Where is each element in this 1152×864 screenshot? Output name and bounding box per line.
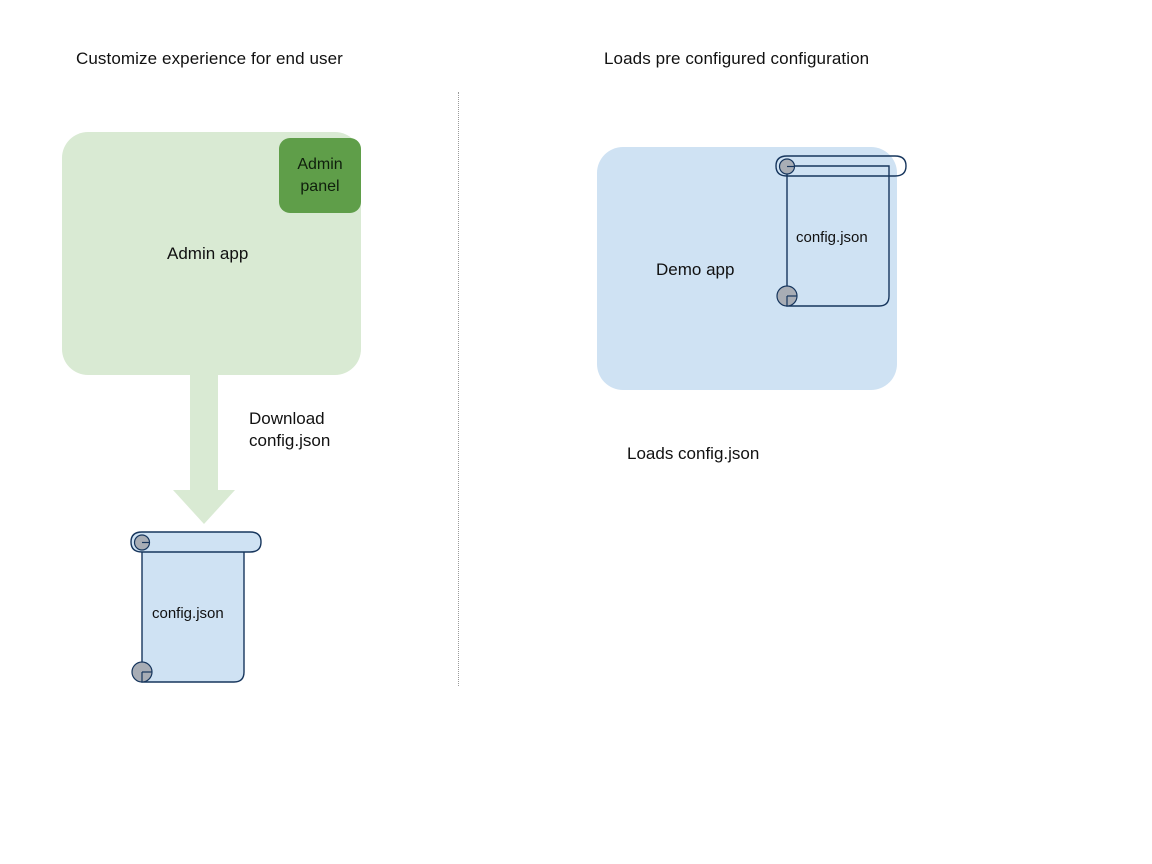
- demo-app-label: Demo app: [656, 260, 735, 279]
- download-arrow-label: Download config.json: [249, 408, 330, 452]
- admin-panel-label: Admin panel: [297, 154, 342, 198]
- config-json-document-left[interactable]: [118, 524, 268, 694]
- config-json-label-right: config.json: [796, 229, 868, 246]
- demo-app-container: [597, 147, 897, 390]
- section-divider: [458, 92, 459, 686]
- download-label-line2: config.json: [249, 431, 331, 450]
- config-json-document-right[interactable]: [763, 148, 913, 318]
- admin-panel-label-line2: panel: [300, 177, 340, 195]
- config-json-label-left: config.json: [152, 605, 224, 622]
- download-arrow: [173, 372, 235, 524]
- down-arrow-icon: [173, 372, 235, 524]
- admin-panel-box[interactable]: Admin panel: [279, 138, 361, 213]
- loads-config-label: Loads config.json: [627, 444, 760, 463]
- admin-app-label: Admin app: [167, 244, 249, 263]
- right-section-title: Loads pre configured configuration: [604, 49, 870, 68]
- left-section-title: Customize experience for end user: [76, 49, 343, 68]
- admin-panel-label-line1: Admin: [297, 155, 343, 173]
- download-label-line1: Download: [249, 409, 325, 428]
- scroll-document-icon: [775, 155, 907, 307]
- scroll-document-icon: [130, 531, 262, 683]
